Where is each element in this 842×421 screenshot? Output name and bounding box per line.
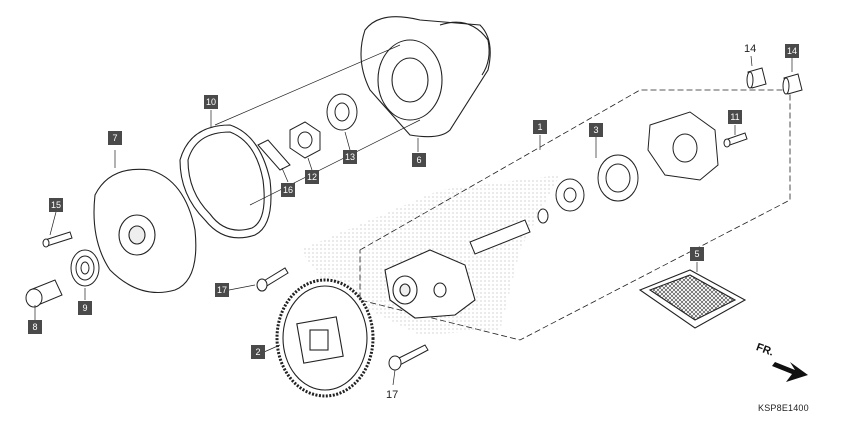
- label-17: 17: [386, 389, 399, 401]
- oil-pump-cover: [360, 16, 491, 138]
- callout-leader-lines: [34, 55, 793, 386]
- washer-13: [326, 93, 358, 131]
- callout-5: 5: [690, 247, 704, 261]
- gear-2: [275, 278, 375, 398]
- inner-rotor: [555, 178, 585, 212]
- callout-1: 1: [533, 120, 547, 134]
- bolt-17-upper: [256, 267, 289, 292]
- callout-11: 11: [728, 110, 742, 124]
- circlip: [537, 208, 549, 224]
- gasket-ring: [179, 124, 272, 239]
- clip-16: [257, 139, 291, 171]
- bolt-15: [42, 231, 73, 248]
- callout-15: 15: [49, 198, 63, 212]
- callout-16: 16: [281, 183, 295, 197]
- side-cover-plate: [93, 168, 197, 294]
- pin-8: [25, 279, 63, 308]
- label-14: 14: [744, 43, 757, 55]
- leader-line-b: [249, 119, 421, 206]
- nut-12: [289, 121, 321, 159]
- callout-8: 8: [28, 320, 42, 334]
- diagram-code: KSP8E1400: [758, 403, 809, 413]
- callout-10: 10: [204, 95, 218, 109]
- bolt-11: [723, 132, 748, 148]
- callout-2: 2: [251, 345, 265, 359]
- bolt-17-lower: [388, 344, 429, 371]
- oil-strainer-5: [638, 269, 747, 329]
- callout-6: 6: [412, 153, 426, 167]
- pump-shaft: [469, 219, 531, 255]
- dowel-14-left: [746, 67, 767, 89]
- callout-9: 9: [78, 301, 92, 315]
- front-direction-arrow-icon: [772, 362, 808, 382]
- callout-3: 3: [589, 123, 603, 137]
- spring-9: [70, 249, 100, 287]
- leader-line-a: [214, 44, 401, 126]
- callout-13: 13: [343, 150, 357, 164]
- outer-rotor-3: [597, 154, 639, 202]
- dowel-14-right: [782, 73, 803, 95]
- pump-body: [384, 249, 476, 319]
- callout-12: 12: [305, 170, 319, 184]
- callout-17: 17: [215, 283, 229, 297]
- pump-plate: [647, 111, 719, 181]
- callout-14: 14: [785, 44, 799, 58]
- callout-7: 7: [108, 131, 122, 145]
